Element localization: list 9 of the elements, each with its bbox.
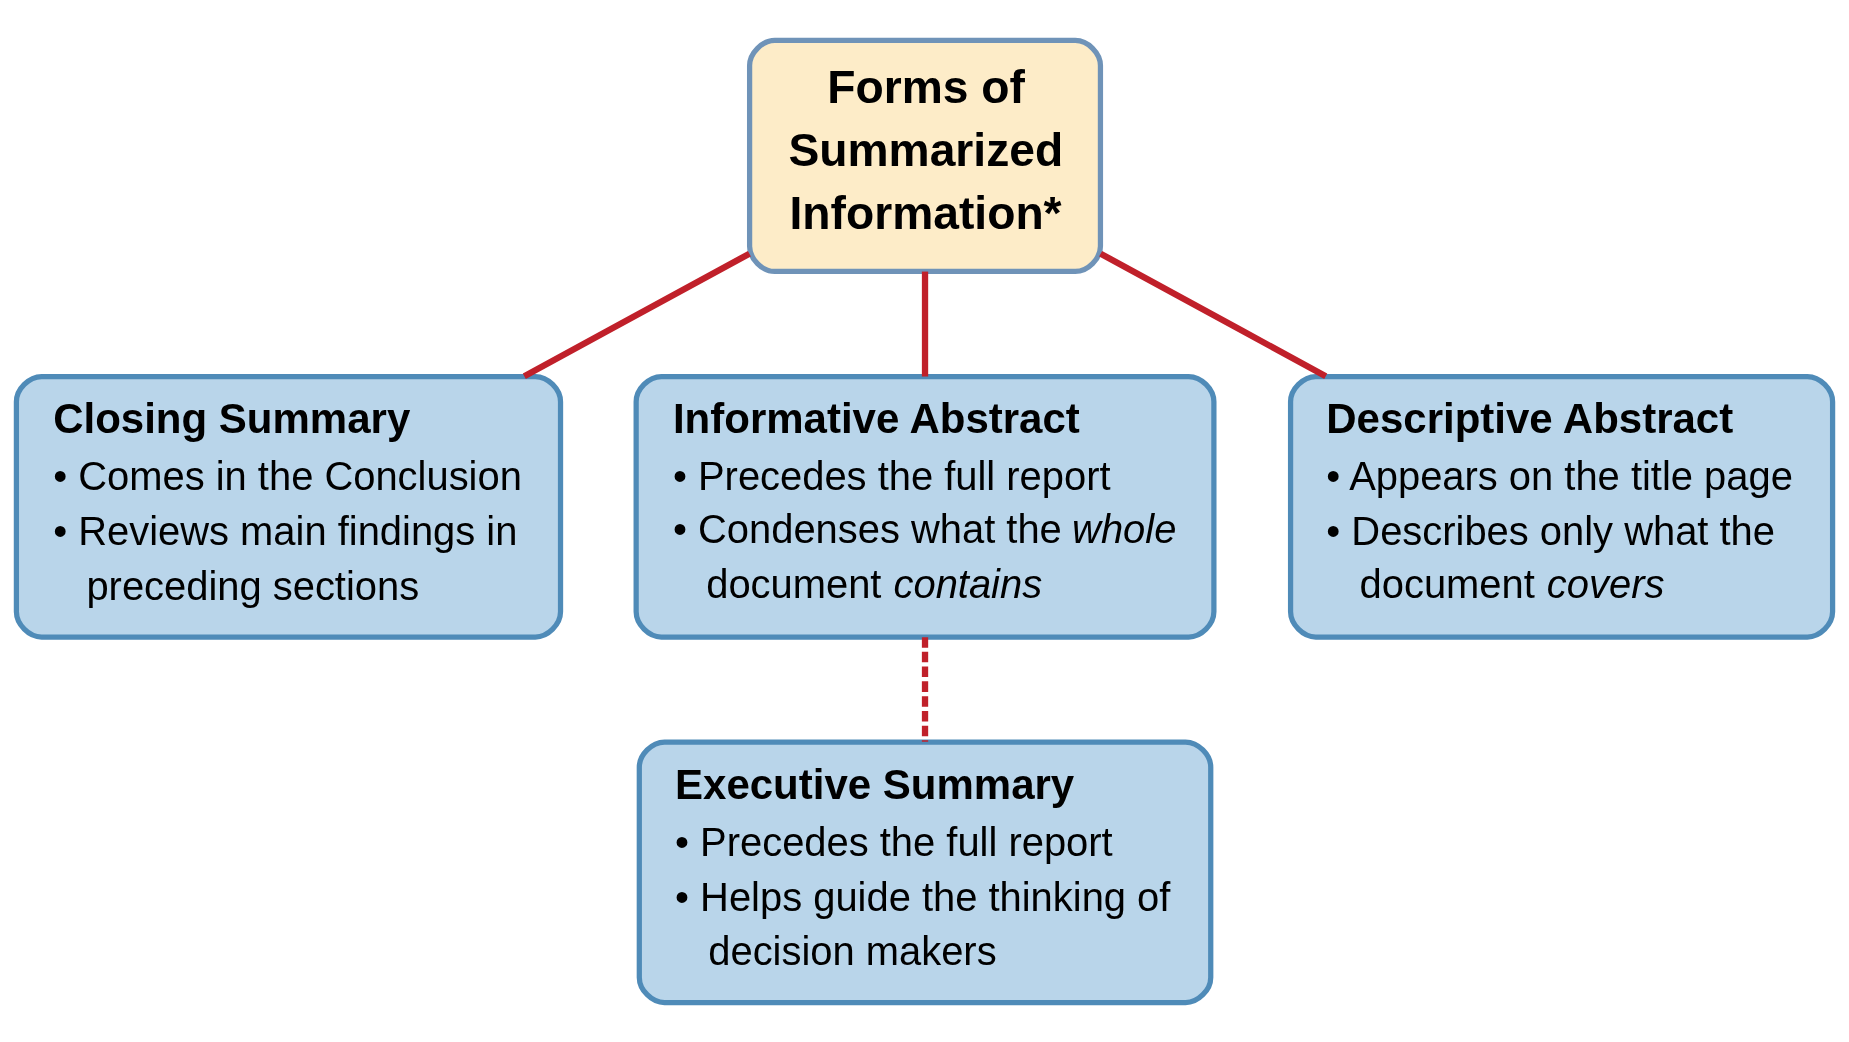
connector [1099, 250, 1328, 379]
node-box: Closing Summary • Comes in the Conclusion • Reviews main findings in preceding sections [13, 373, 564, 640]
node-box: Executive Summary • Precedes the full report • Helps guide the thinking of decision makers [636, 738, 1214, 1005]
node-box: Forms of Summarized Information* [746, 37, 1104, 274]
node-box: Informative Abstract • Precedes the full report • Condenses what the whole document contains [633, 373, 1217, 640]
connector [921, 271, 929, 376]
connector [921, 636, 929, 742]
node-box: Descriptive Abstract • Appears on the title page • Describes only what the document covers [1287, 373, 1836, 640]
connector [522, 250, 751, 379]
